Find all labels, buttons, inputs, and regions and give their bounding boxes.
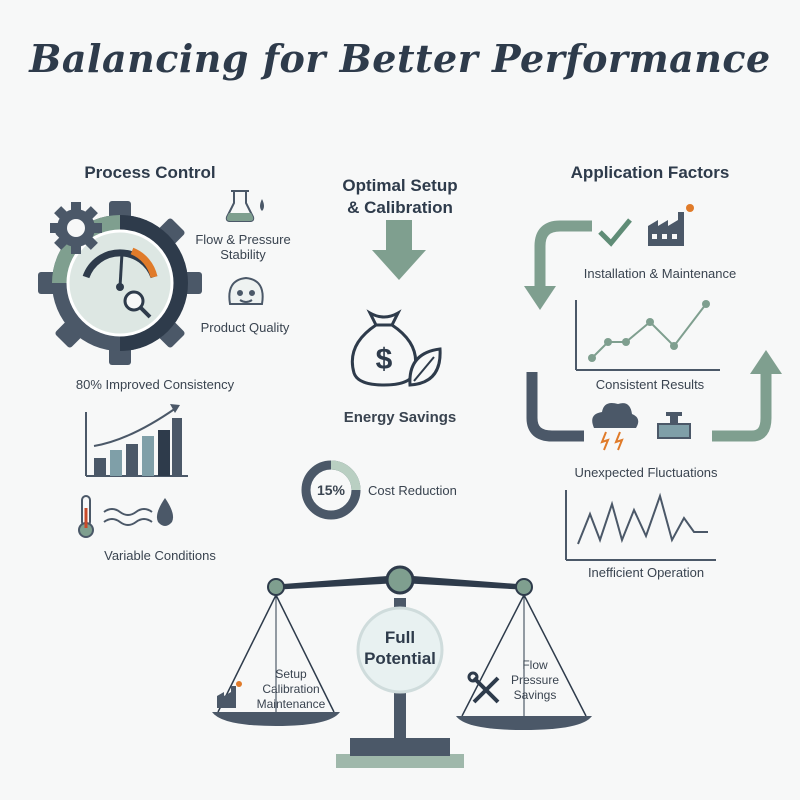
balance-scale: [212, 565, 592, 768]
check-icon: [598, 218, 632, 247]
full-potential-label: Full Potential: [364, 628, 436, 668]
valve-icon: [657, 412, 691, 439]
inefficient-label: Inefficient Operation: [587, 565, 705, 580]
inefficient-operation-chart: [565, 490, 716, 561]
application-factors-heading: Application Factors: [570, 163, 730, 182]
page-title: Balancing for Better Performance: [29, 36, 771, 81]
consistent-results-chart: [575, 300, 720, 371]
loop-arrow-bottom: [526, 350, 782, 442]
cost-donut-chart: [301, 460, 361, 520]
energy-savings-label: Energy Savings: [343, 409, 457, 426]
loop-arrow-left: [524, 220, 592, 310]
svg-text:$: $: [376, 343, 393, 376]
left-pan-label: Setup Calibration Maintenance: [256, 667, 326, 711]
variable-conditions-label: Variable Conditions: [104, 548, 216, 563]
percent-label: 15%: [316, 482, 346, 498]
small-factory-icon: [217, 681, 242, 708]
variable-conditions-icon: [78, 495, 174, 538]
consistent-results-label: Consistent Results: [595, 377, 705, 392]
down-arrow-icon: [372, 220, 426, 280]
product-quality-label: Product Quality: [200, 320, 290, 335]
storm-cloud-icon: [592, 403, 639, 451]
cost-reduction-label: Cost Reduction: [368, 483, 457, 498]
unexpected-label: Unexpected Fluctuations: [574, 465, 718, 480]
flask-icon: [225, 190, 264, 222]
right-pan-label: Flow Pressure Savings: [510, 658, 560, 702]
optimal-setup-heading: Optimal Setup & Calibration: [342, 176, 458, 217]
product-quality-icon: [228, 276, 264, 305]
consistency-label: 80% Improved Consistency: [75, 377, 235, 392]
consistency-bar-chart: [85, 404, 188, 477]
gear-gauge-icon: [38, 201, 202, 365]
tools-icon: [467, 671, 500, 704]
installation-label: Installation & Maintenance: [583, 266, 737, 281]
money-bag-icon: $: [350, 309, 442, 387]
process-control-heading: Process Control: [84, 163, 216, 182]
flow-pressure-label: Flow & Pressure Stability: [195, 232, 291, 262]
factory-icon: [648, 204, 694, 246]
